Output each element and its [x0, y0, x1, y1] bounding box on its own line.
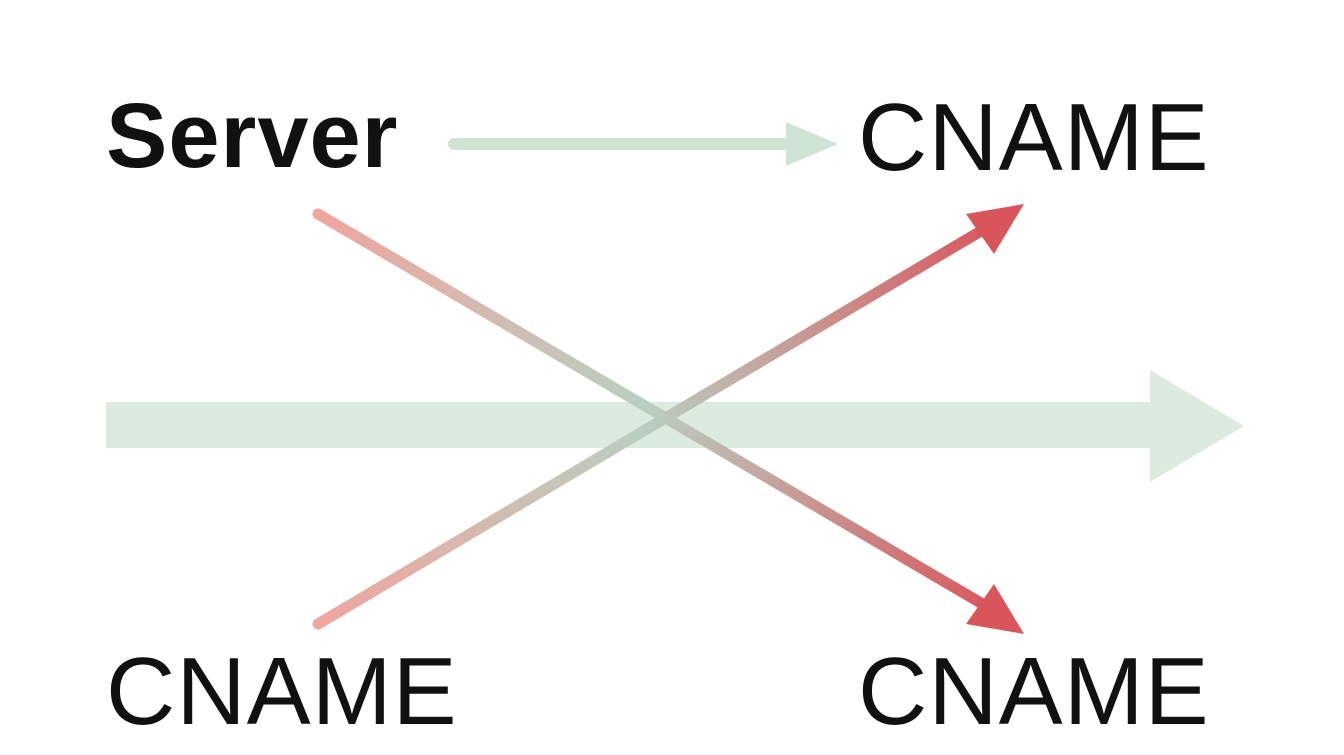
- cname-label-bottom-left: CNAME: [106, 638, 458, 745]
- arrow-cname-bottom-left-to-cname-top-right: [312, 204, 1024, 630]
- cname-label-top-right: CNAME: [858, 84, 1210, 191]
- server-label: Server: [106, 85, 399, 187]
- arrow-server-to-cname-top-right: [448, 122, 838, 166]
- cname-label-bottom-right: CNAME: [858, 638, 1210, 745]
- arrow-server-to-cname-bottom-right: [312, 208, 1024, 634]
